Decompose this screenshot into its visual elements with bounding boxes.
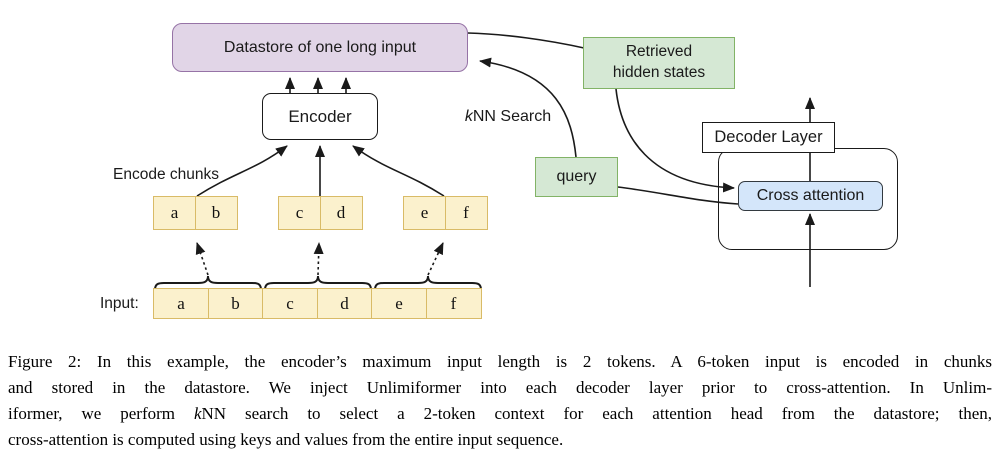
decoder-layer-label: Decoder Layer <box>714 128 823 146</box>
chunk-token-b: b <box>194 196 238 230</box>
retrieved-line1: Retrieved <box>625 43 693 61</box>
dotted-arrow-pair3 <box>427 242 444 276</box>
decoder-layer-box: Decoder Layer <box>702 122 835 153</box>
chunk-ef: e f <box>403 196 488 230</box>
arrow-query-to-datastore <box>479 57 577 158</box>
brace-pair3 <box>374 275 482 291</box>
line-datastore-to-retrieved <box>467 32 585 49</box>
input-token-d: d <box>316 288 373 319</box>
caption-line-2: and stored in the datastore. We inject U… <box>8 378 992 397</box>
figure-caption: Figure 2: In this example, the encoder’s… <box>8 349 992 453</box>
arrow-chunk1-to-encoder <box>196 145 288 197</box>
retrieved-hidden-states-box: Retrieved hidden states <box>583 37 735 89</box>
input-token-c: c <box>262 288 318 319</box>
caption-line-3: iformer, we perform kNN search to select… <box>8 404 992 423</box>
datastore-label: Datastore of one long input <box>223 38 417 56</box>
figure-diagram: Datastore of one long input Encoder Enco… <box>100 23 898 319</box>
retrieved-line2: hidden states <box>612 64 706 81</box>
dotted-arrow-pair2 <box>313 242 324 276</box>
brace-pair2 <box>264 275 372 291</box>
caption-line-4: cross-attention is computed using keys a… <box>8 430 564 449</box>
caption-line-1: Figure 2: In this example, the encoder’s… <box>8 352 992 371</box>
knn-search-label: kNN Search <box>464 108 552 125</box>
query-box: query <box>535 157 618 197</box>
datastore-box: Datastore of one long input <box>172 23 468 72</box>
chunk-token-e: e <box>403 196 446 230</box>
chunk-cd: c d <box>278 196 363 230</box>
input-token-e: e <box>371 288 427 319</box>
input-label: Input: <box>100 295 139 312</box>
input-token-f: f <box>425 288 482 319</box>
chunk-token-c: c <box>278 196 321 230</box>
input-token-row: a b c d e f <box>153 288 482 319</box>
dotted-arrow-pair1 <box>195 242 209 276</box>
arrow-retrieved-to-cross-attention <box>615 88 735 193</box>
cross-attention-box: Cross attention <box>738 181 883 211</box>
chunk-token-a: a <box>153 196 196 230</box>
encoder-label: Encoder <box>288 106 352 126</box>
input-token-a: a <box>153 288 209 319</box>
chunk-token-f: f <box>444 196 488 230</box>
chunk-token-d: d <box>319 196 363 230</box>
input-token-b: b <box>207 288 264 319</box>
arrow-chunk3-to-encoder <box>352 145 445 197</box>
cross-attention-label: Cross attention <box>756 187 865 204</box>
chunk-ab: a b <box>153 196 238 230</box>
query-label: query <box>556 168 597 185</box>
line-query-to-cross-attention <box>617 186 739 205</box>
brace-pair1 <box>154 275 262 291</box>
encode-chunks-label: Encode chunks <box>113 166 219 183</box>
encoder-box: Encoder <box>262 93 378 140</box>
